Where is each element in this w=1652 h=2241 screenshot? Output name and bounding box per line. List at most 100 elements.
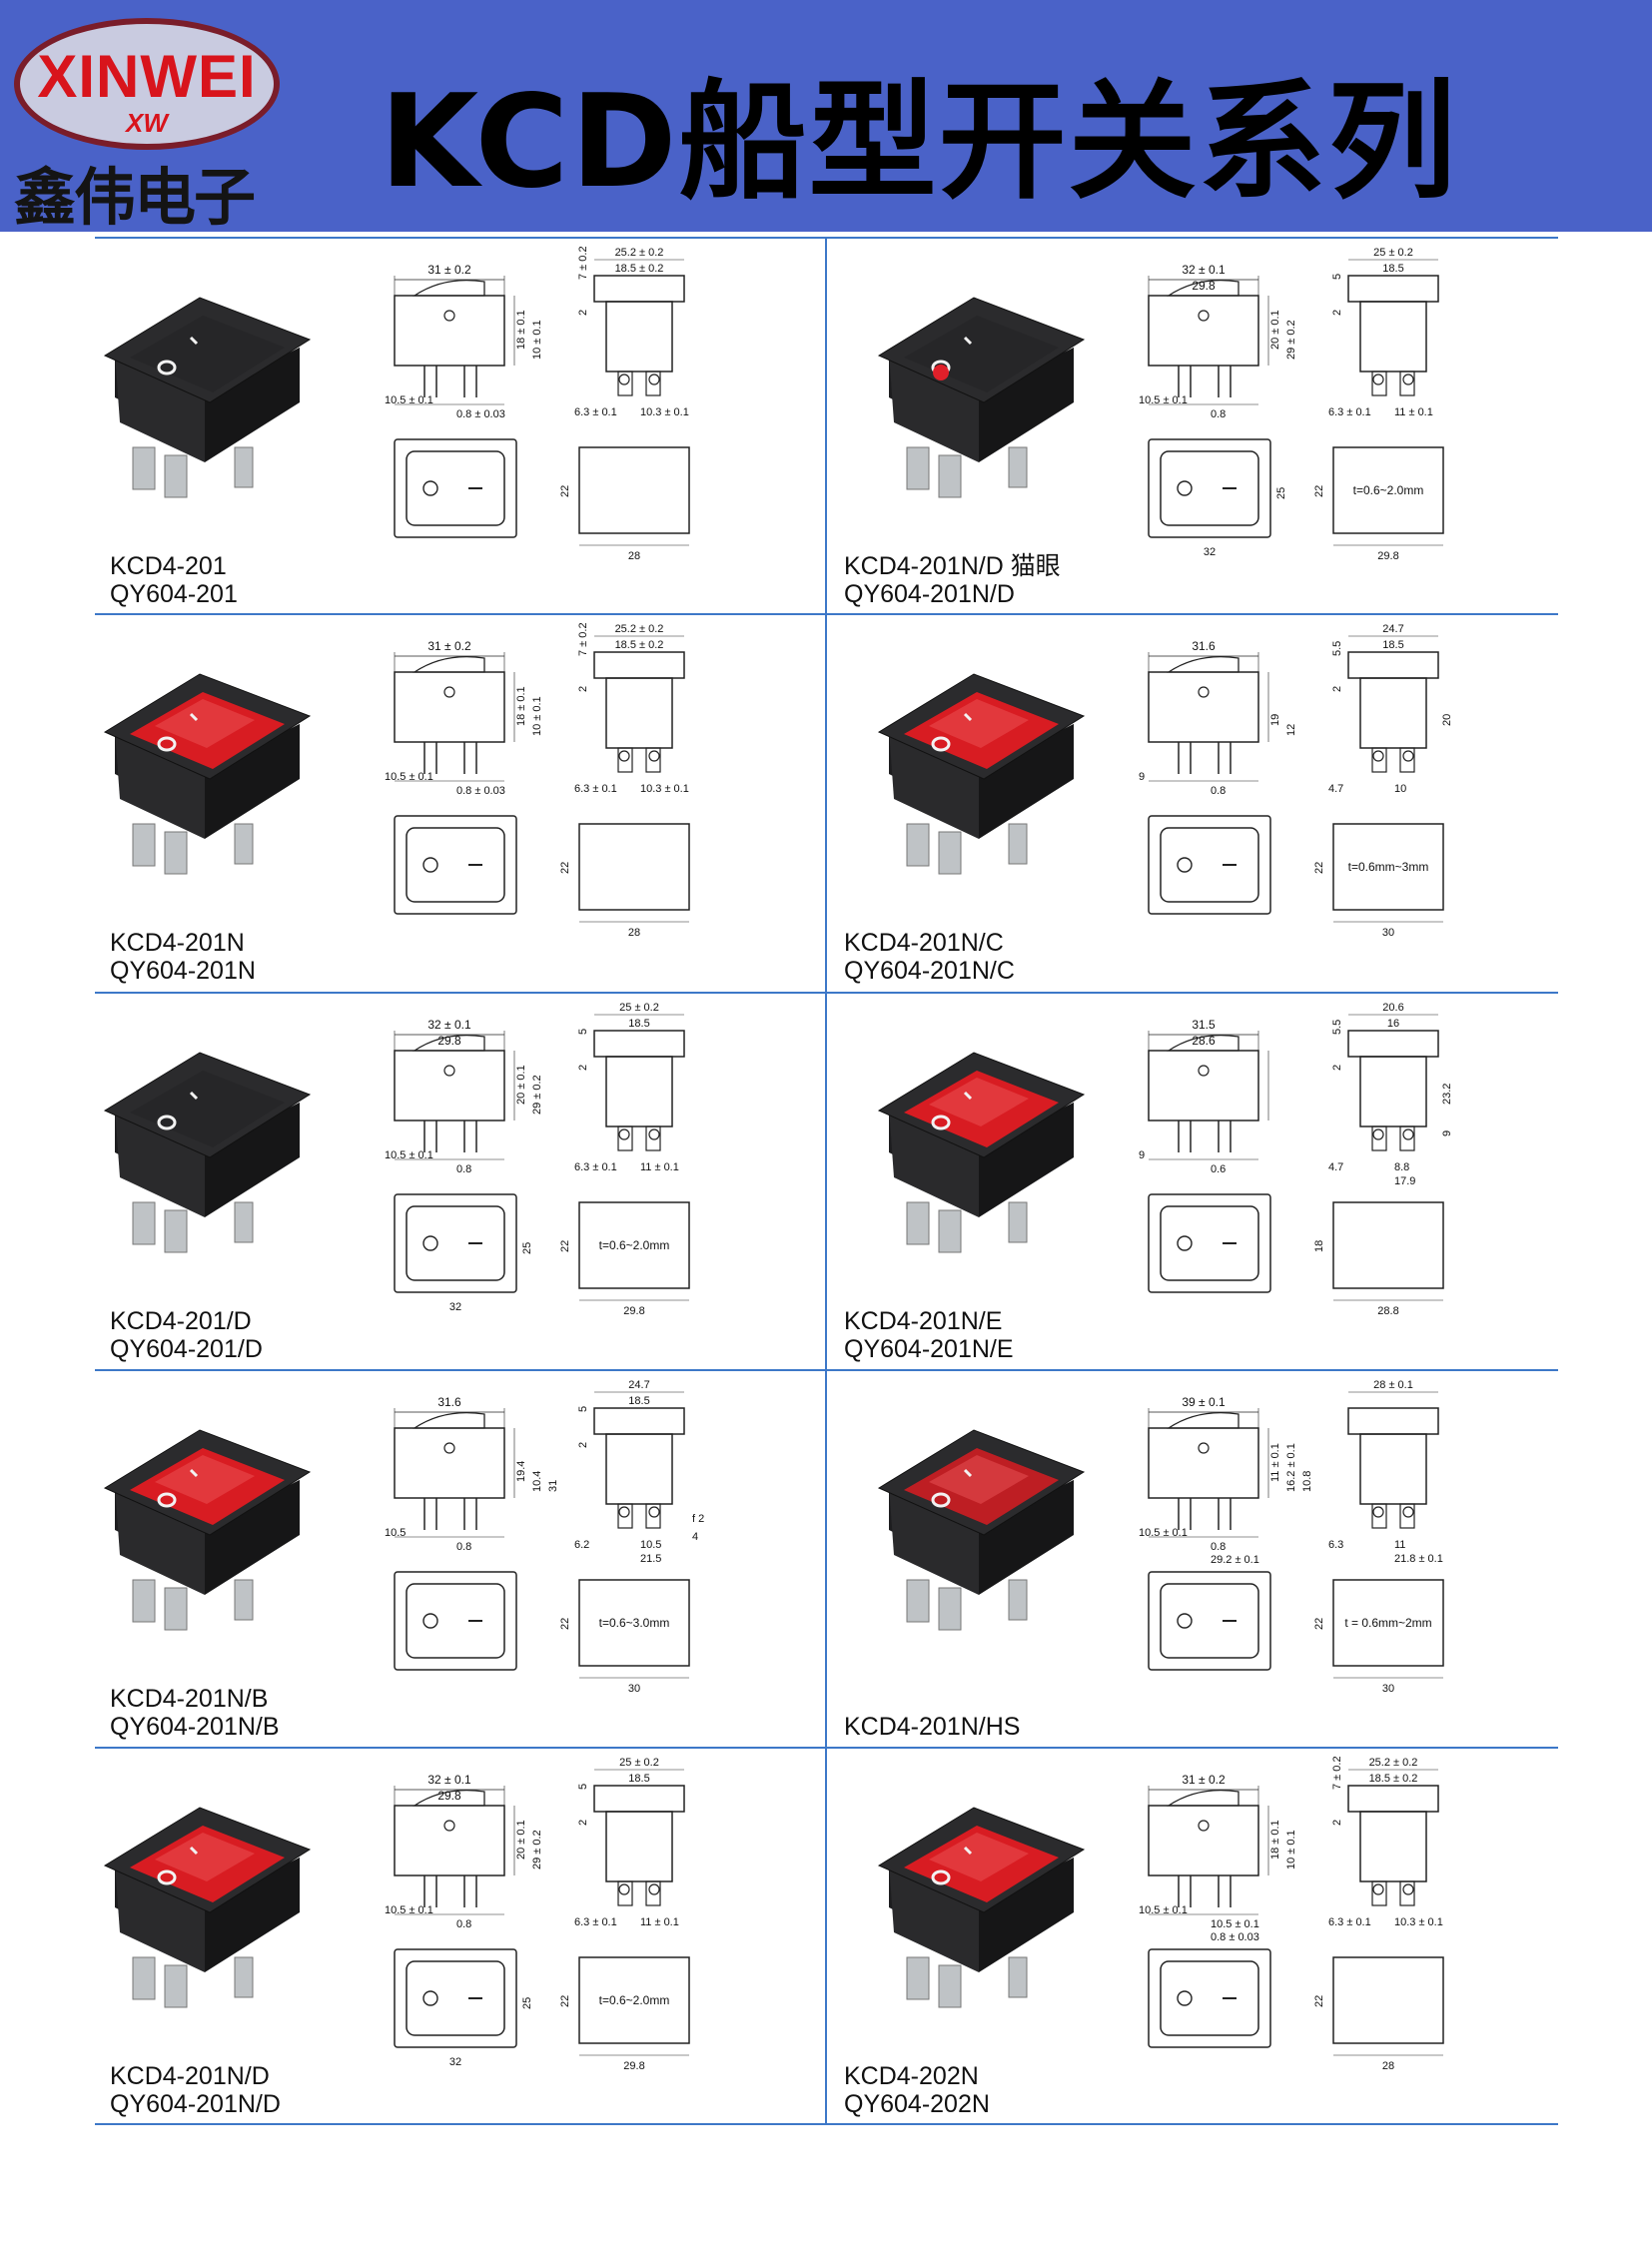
logo-brand-text: XINWEI bbox=[37, 43, 257, 110]
cutout-width-dimension: 28.8 bbox=[1377, 1305, 1398, 1317]
terminal-pin bbox=[906, 1579, 930, 1623]
terminal-pin bbox=[906, 823, 930, 867]
drawing-outline bbox=[406, 1583, 505, 1659]
side-width-dimension: 24.7 bbox=[1382, 623, 1403, 635]
cutout-width-dimension: 29.8 bbox=[1377, 550, 1398, 562]
pin-dimension-3: 0.8 ± 0.03 bbox=[1211, 1931, 1259, 1943]
off-symbol bbox=[1177, 1990, 1193, 2006]
pin-dimension: 10.5 ± 0.1 bbox=[385, 1904, 433, 1916]
off-mark bbox=[157, 1869, 177, 1885]
drawing-outline bbox=[1332, 446, 1444, 534]
off-symbol bbox=[422, 1235, 438, 1251]
pin-dimension: 10.5 ± 0.1 bbox=[385, 771, 433, 783]
terminal-pin bbox=[938, 454, 962, 498]
top-dimension: 7 ± 0.2 bbox=[577, 246, 589, 280]
drawing-outline bbox=[645, 1880, 661, 1906]
side-width-dimension: 20.6 bbox=[1382, 1002, 1403, 1014]
rocker-outline bbox=[1166, 279, 1239, 297]
model-number: KCD4-201N/D 猫眼 bbox=[844, 552, 1061, 580]
model-number: KCD4-202N bbox=[844, 2062, 979, 2090]
cutout-height-dimension: 22 bbox=[559, 1618, 571, 1630]
terminal-spacing-dimension-3: 21.8 ± 0.1 bbox=[1394, 1553, 1443, 1565]
rocker-highlight bbox=[929, 1455, 1029, 1504]
off-mark bbox=[931, 1115, 951, 1130]
product-photo bbox=[95, 278, 335, 517]
header-banner: XINWEI XW 鑫伟电子 KCD船型开关系列 bbox=[0, 0, 1652, 234]
drawing-outline bbox=[1160, 450, 1259, 526]
drawing-outline bbox=[406, 1205, 505, 1281]
terminal-hole bbox=[1372, 1128, 1384, 1140]
switch-body-side bbox=[889, 1863, 979, 1972]
switch-photo bbox=[877, 1429, 1086, 1631]
panel-thickness-label: t=0.6mm~3mm bbox=[1348, 860, 1429, 874]
terminal-pin bbox=[132, 1956, 156, 2000]
switch-photo bbox=[877, 1052, 1086, 1253]
panel-thickness-label: t=0.6~2.0mm bbox=[599, 1993, 670, 2007]
terminal-pin bbox=[164, 1587, 188, 1631]
drawing-outline bbox=[1160, 1583, 1259, 1659]
switch-body-front bbox=[979, 1480, 1074, 1595]
cutout-width-dimension: 28 bbox=[628, 927, 640, 939]
terminal-hole bbox=[1402, 1128, 1414, 1140]
side-inner-width-dimension: 18.5 ± 0.2 bbox=[1369, 1773, 1418, 1785]
cutout-width-dimension: 30 bbox=[628, 1683, 640, 1695]
side-inner-width-dimension: 18.5 bbox=[628, 1773, 649, 1785]
height-dimension-2: 10.4 bbox=[531, 1471, 543, 1492]
terminal-spacing-dimension-2: 10.3 ± 0.1 bbox=[640, 406, 689, 418]
rocker-outline bbox=[1166, 655, 1239, 673]
on-mark bbox=[189, 1846, 199, 1856]
rocker-outline bbox=[412, 279, 485, 297]
drawing-outline bbox=[1148, 1948, 1271, 2048]
drawing-outline bbox=[1148, 1193, 1271, 1293]
alternate-model-number: QY604-201 bbox=[110, 580, 238, 608]
drawing-outline bbox=[593, 1785, 685, 1813]
drawing-outline bbox=[645, 1125, 661, 1151]
switch-photo bbox=[103, 297, 312, 498]
terminal-pin bbox=[164, 1964, 188, 2008]
drawing-outline bbox=[1160, 1960, 1259, 2036]
drawing-outline bbox=[1347, 1785, 1439, 1813]
switch-body-front bbox=[205, 1858, 300, 1972]
drawing-outline bbox=[1332, 823, 1444, 911]
terminal-pin bbox=[938, 1964, 962, 2008]
drawing-outline bbox=[578, 1956, 690, 2044]
terminal-hole bbox=[618, 374, 630, 385]
product-photo bbox=[869, 1410, 1109, 1650]
height-dimension-2: 29 ± 0.2 bbox=[1285, 320, 1297, 360]
step-dimension: 2 bbox=[577, 686, 589, 692]
on-mark bbox=[963, 1091, 973, 1101]
drawing-outline bbox=[406, 1960, 505, 2036]
terminal-spacing-dimension: 6.3 ± 0.1 bbox=[1328, 1916, 1371, 1928]
height-dimension-2: 10 ± 0.1 bbox=[1285, 1830, 1297, 1869]
side-inner-width-dimension: 18.5 bbox=[1382, 263, 1403, 275]
pin-dimension: 10.5 ± 0.1 bbox=[1139, 394, 1188, 406]
pin-gap-dimension: 0.8 bbox=[456, 1918, 471, 1930]
terminal-spacing-dimension: 6.3 ± 0.1 bbox=[574, 406, 617, 418]
terminal-spacing-dimension-2: 10.3 ± 0.1 bbox=[640, 783, 689, 795]
on-mark bbox=[963, 712, 973, 722]
drawing-outline bbox=[645, 747, 661, 773]
top-dimension: 5 bbox=[577, 1029, 589, 1035]
alternate-model-number: QY604-202N bbox=[844, 2090, 990, 2118]
mount-hole bbox=[443, 310, 455, 322]
mount-hole bbox=[443, 686, 455, 698]
side-inner-width-dimension: 18.5 ± 0.2 bbox=[615, 263, 664, 275]
top-dimension: 5.5 bbox=[1331, 1020, 1343, 1035]
drawing-outline bbox=[1148, 1805, 1259, 1876]
side-inner-width-dimension: 18.5 bbox=[1382, 639, 1403, 651]
drawing-outline bbox=[1359, 1056, 1427, 1127]
side-inner-width-dimension: 18.5 bbox=[628, 1395, 649, 1407]
height-dimension: 18 ± 0.1 bbox=[515, 686, 527, 726]
pin-gap-dimension: 0.8 bbox=[1211, 408, 1226, 420]
off-mark bbox=[931, 736, 951, 752]
switch-body-side bbox=[889, 353, 979, 462]
switch-body-side bbox=[889, 729, 979, 839]
terminal-spacing-dimension-2: 11 ± 0.1 bbox=[640, 1916, 679, 1928]
terminal-pin bbox=[234, 446, 254, 488]
side-width-dimension: 25 ± 0.2 bbox=[619, 1757, 659, 1769]
